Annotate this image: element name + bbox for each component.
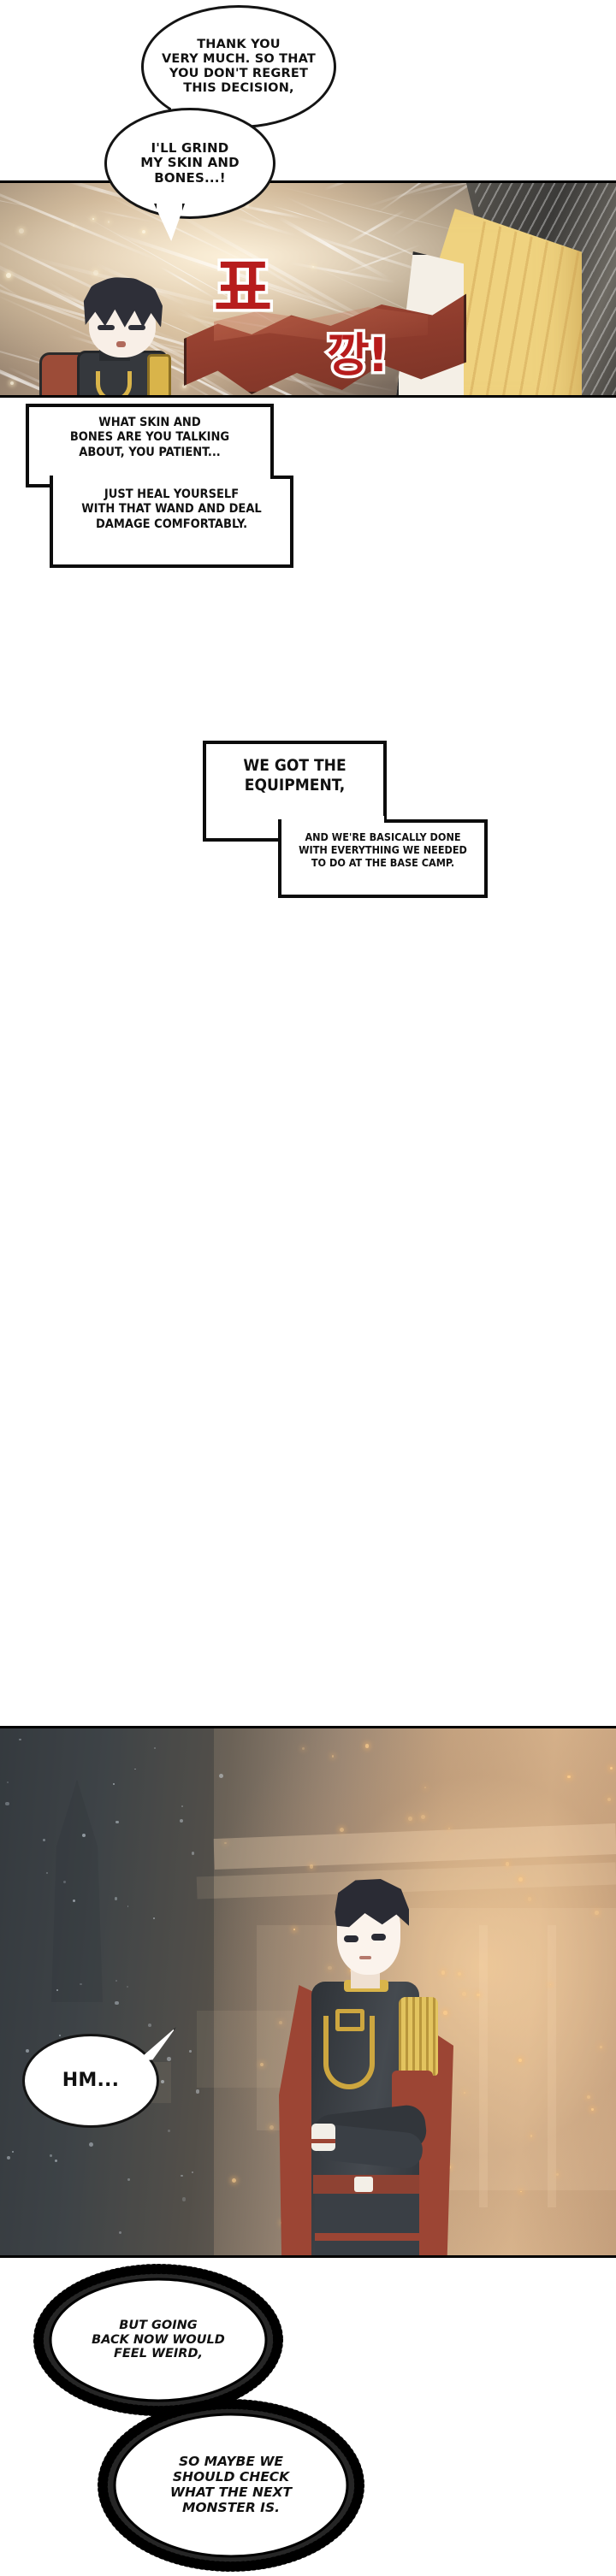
thought-bubble-going-back-weird: BUT GOING BACK NOW WOULD FEEL WEIRD, (51, 2282, 265, 2398)
character-officer-arms-crossed (272, 1857, 495, 2258)
speech-bubble-hm: HM... (22, 2034, 159, 2128)
thought-bubble-check-next-monster: SO MAYBE WE SHOULD CHECK WHAT THE NEXT M… (116, 2417, 346, 2554)
caption-box-we-got-the-equipment-text: WE GOT THE EQUIPMENT, (243, 744, 346, 795)
speech-bubble-hm-text: HM... (56, 2066, 126, 2095)
panel-battle-scene: 표 깡! (0, 180, 616, 398)
caption-box-basically-done: AND WE'RE BASICALLY DONE WITH EVERYTHING… (278, 819, 488, 898)
caption-seam-mask-a (53, 472, 270, 481)
officer-epaulette (399, 1997, 438, 2076)
panel-base-camp-scene (0, 1726, 616, 2258)
sfx-pyo: 표 (214, 260, 270, 317)
caption-seam-mask-b (281, 816, 384, 824)
speech-bubble-thank-you-text: THANK YOU VERY MUCH. SO THAT YOU DON'T R… (155, 34, 323, 99)
caption-box-what-skin-and-bones-text: WHAT SKIN AND BONES ARE YOU TALKING ABOU… (70, 407, 229, 460)
thought-bubble-going-back-weird-text: BUT GOING BACK NOW WOULD FEEL WEIRD, (92, 2319, 225, 2361)
caption-box-just-heal-yourself: JUST HEAL YOURSELF WITH THAT WAND AND DE… (50, 476, 293, 568)
caption-box-just-heal-yourself-text: JUST HEAL YOURSELF WITH THAT WAND AND DE… (81, 479, 262, 532)
character-dark-haired-boy (51, 251, 188, 398)
sfx-kkang: 깡! (327, 335, 387, 377)
speech-bubble-grind-text: I'LL GRIND MY SKIN AND BONES...! (133, 138, 246, 190)
speech-bubble-grind: I'LL GRIND MY SKIN AND BONES...! (104, 108, 275, 219)
caption-box-basically-done-text: AND WE'RE BASICALLY DONE WITH EVERYTHING… (299, 823, 467, 869)
thought-bubble-check-next-monster-text: SO MAYBE WE SHOULD CHECK WHAT THE NEXT M… (170, 2455, 292, 2516)
